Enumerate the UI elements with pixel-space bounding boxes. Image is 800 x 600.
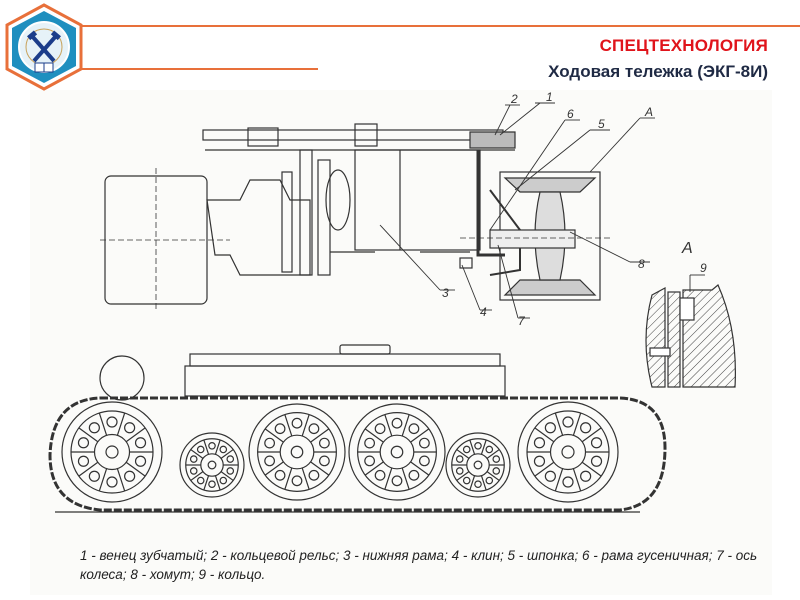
wedge xyxy=(459,257,473,269)
callout-leaders xyxy=(379,102,705,319)
callout-4: 4 xyxy=(480,305,487,319)
top-section-view xyxy=(100,123,610,310)
upper-platform xyxy=(189,353,501,367)
figure-caption: 1 - венец зубчатый; 2 - кольцевой рельс;… xyxy=(80,548,758,582)
callout-A: A xyxy=(644,105,653,119)
college-emblem-icon xyxy=(5,3,83,91)
detail-view-a: A 9 xyxy=(645,240,736,388)
drive-sprocket xyxy=(61,401,163,503)
page-title: Ходовая тележка (ЭКГ-8И) xyxy=(548,62,768,81)
ring-rail-section xyxy=(469,131,516,149)
callout-8: 8 xyxy=(638,257,645,271)
crawler-side-view xyxy=(48,344,667,513)
callout-1: 1 xyxy=(546,90,553,104)
support-roller xyxy=(445,432,511,498)
gearbox-housing xyxy=(206,179,311,276)
support-roller xyxy=(179,432,245,498)
callout-3: 3 xyxy=(442,286,449,300)
callout-9: 9 xyxy=(700,261,707,275)
callout-6: 6 xyxy=(567,107,574,121)
college-emblem-logo xyxy=(4,3,84,91)
drive-gear-housing xyxy=(99,355,145,401)
header-rule-bottom xyxy=(82,68,318,70)
crawler-track xyxy=(48,396,667,512)
callout-7: 7 xyxy=(518,314,526,328)
section-brand: СПЕЦТЕХНОЛОГИЯ xyxy=(599,36,768,55)
wheel-axle xyxy=(489,229,576,249)
detail-view-title: A xyxy=(681,240,693,257)
crawler-wheels xyxy=(61,401,619,503)
undercarriage-drawing: 2 1 6 5 A 3 4 7 8 A 9 xyxy=(48,90,736,513)
road-wheel xyxy=(248,403,346,501)
crawler-frame xyxy=(184,365,506,397)
idler-wheel xyxy=(517,401,619,503)
callout-labels: 2 1 6 5 A 3 4 7 8 xyxy=(442,90,653,328)
header-rule-top xyxy=(82,25,800,27)
lower-frame-box xyxy=(354,149,481,251)
callout-5: 5 xyxy=(598,117,605,131)
road-wheel xyxy=(348,403,446,501)
callout-2: 2 xyxy=(510,92,518,106)
